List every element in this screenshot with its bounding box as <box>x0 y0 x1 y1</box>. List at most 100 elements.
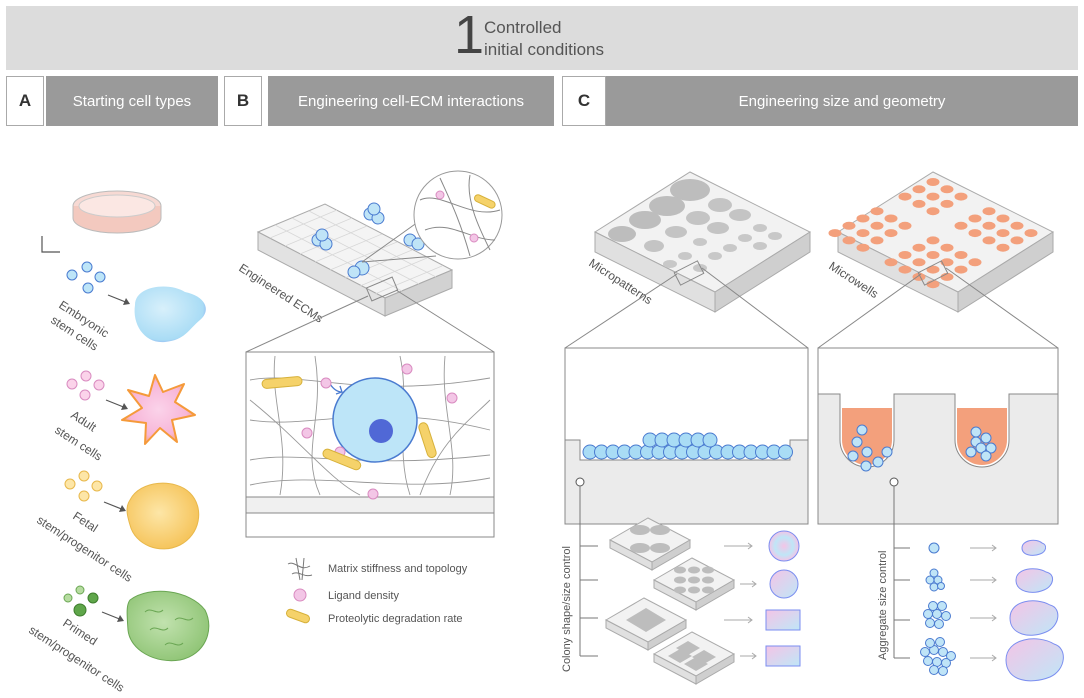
result-arrows <box>970 544 997 662</box>
aggregate-3-icon <box>923 601 951 629</box>
microwell-plate-icon <box>836 171 1055 313</box>
projection-line <box>701 267 809 349</box>
primed-colony-icon <box>126 590 210 662</box>
projection-line <box>395 289 495 353</box>
arrowhead-icon <box>117 615 124 622</box>
microwell-array-icon <box>828 178 1038 289</box>
microwell-well <box>884 229 898 238</box>
micropattern-colony-icon <box>582 432 793 460</box>
mini-plate-quad-icon <box>652 631 736 685</box>
adult-cells-icon <box>66 370 105 401</box>
microwell-well <box>968 258 982 267</box>
banner-number: 1 <box>454 5 485 65</box>
legend-ligand-label: Ligand density <box>328 590 399 602</box>
microwell-well <box>982 207 996 216</box>
microwell-well <box>996 214 1010 223</box>
legend-degradation-icon <box>285 608 311 624</box>
zoom-fibers-icon <box>419 174 501 257</box>
ecm-cluster-icon <box>311 202 425 279</box>
rect-colony-small-icon <box>765 645 801 667</box>
section-b-letter: B <box>224 76 262 126</box>
microwell-well <box>870 221 884 230</box>
ecm-zoom-circle <box>413 170 503 260</box>
section-c-title: Engineering size and geometry <box>606 76 1078 126</box>
microwell-well <box>856 243 870 252</box>
microwell-well <box>926 251 940 259</box>
primed-cells-icon <box>63 585 99 617</box>
microwell-well <box>968 214 982 223</box>
callout-dot <box>575 477 585 487</box>
zoom-degradation-icon <box>473 194 496 209</box>
microwell-well <box>912 272 926 281</box>
adult-label-2: stem cells <box>52 423 104 464</box>
microwell-well <box>940 199 954 208</box>
microwell-well <box>912 258 926 267</box>
aggregate-control-tree <box>893 486 910 659</box>
microwell-well <box>884 258 898 267</box>
colony-control-tree <box>579 486 598 657</box>
microwell-well <box>954 251 968 259</box>
circle-colony-small-icon <box>769 569 799 599</box>
microwell-well <box>996 243 1010 252</box>
microwell-single-cells-icon <box>847 424 893 472</box>
microwell-well <box>940 258 954 267</box>
zoom-ligand-icon <box>435 190 445 200</box>
fetal-label-1: Fetal <box>70 509 100 535</box>
ecm-nucleus-icon <box>369 419 393 443</box>
section-c-letter: C <box>562 76 606 126</box>
microwell-well <box>898 265 912 274</box>
microwell-well <box>898 192 912 201</box>
microwell-well <box>912 243 926 252</box>
aggregate-result-1-icon <box>1021 539 1047 556</box>
colony-control-label: Colony shape/size control <box>561 546 573 672</box>
microwell-well <box>940 243 954 252</box>
aggregate-result-3-icon <box>1009 600 1059 636</box>
embryonic-cells-icon <box>66 261 106 294</box>
banner-title-line2: initial conditions <box>484 40 605 59</box>
legend-degradation-label: Proteolytic degradation rate <box>328 613 463 625</box>
ecm-plate-icon <box>256 203 454 317</box>
arrowhead-icon <box>123 298 130 305</box>
aggregate-control-label: Aggregate size control <box>877 551 889 660</box>
microwell-well <box>926 236 940 245</box>
mini-plate-9-icon <box>652 557 736 611</box>
microwell-well <box>1024 229 1038 238</box>
ligand-binding-arrow <box>329 383 343 395</box>
zoom-ligand-icon <box>469 233 479 243</box>
colony-cell <box>702 432 718 448</box>
microwell-well <box>940 185 954 194</box>
microwell-well <box>982 236 996 245</box>
arrowhead-icon <box>121 403 128 410</box>
microwell-well <box>912 199 926 208</box>
microwell-well <box>842 236 856 245</box>
microwell-well <box>926 178 940 186</box>
microwell-well <box>954 221 968 230</box>
legend-matrix-label: Matrix stiffness and topology <box>328 563 468 575</box>
ecm-detail-base <box>245 496 495 514</box>
mini-plate-square-icon <box>604 597 688 651</box>
micropattern-zoom-box <box>673 260 705 286</box>
microwell-well <box>842 221 856 230</box>
banner <box>6 6 1078 70</box>
microwell-well <box>884 214 898 223</box>
microwell-well <box>870 236 884 245</box>
aggregate-1-icon <box>928 542 940 554</box>
callout-dot <box>889 477 899 487</box>
microwell-aggregate-icon <box>965 426 997 462</box>
embryonic-colony-icon <box>134 286 206 343</box>
microwell-substrate <box>817 393 1059 525</box>
circle-colony-large-icon <box>768 530 800 562</box>
microwell-well <box>982 221 996 230</box>
section-b-title: Engineering cell-ECM interactions <box>268 76 554 126</box>
microwell-well <box>926 192 940 201</box>
mini-plate-4-icon <box>608 517 692 571</box>
microwell-well <box>954 265 968 274</box>
primed-texture-icon <box>144 609 194 646</box>
fetal-colony-icon <box>126 482 200 550</box>
microwell-zoom-box <box>917 260 949 286</box>
colony-cell <box>778 444 793 460</box>
ecm-degradation-icon <box>261 376 437 471</box>
aggregate-2-icon <box>925 568 945 592</box>
microwell-well <box>926 265 940 274</box>
